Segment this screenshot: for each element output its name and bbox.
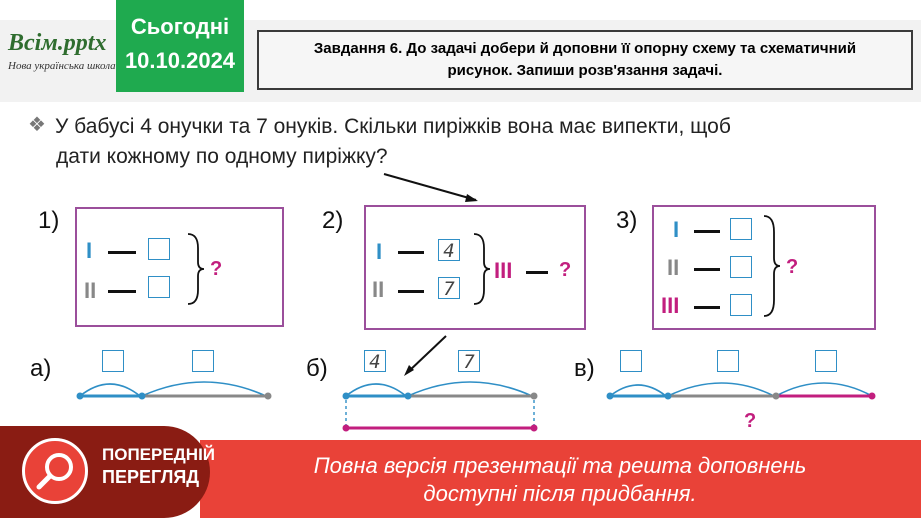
task-line-1: Завдання 6. До задачі добери й доповни ї… — [313, 40, 857, 57]
scheme2-square1[interactable]: 4 — [438, 239, 460, 262]
scheme1-square1[interactable] — [148, 238, 170, 260]
scheme2-brace — [473, 233, 491, 305]
scheme2-roman2: II — [372, 277, 385, 302]
drawing-b-square1[interactable]: 4 — [364, 350, 386, 373]
purchase-banner-text: Повна версія презентації та решта доповн… — [230, 452, 890, 508]
scheme3-dash3 — [694, 306, 720, 309]
scheme2-label: 2) — [322, 207, 344, 234]
scheme1-dash1 — [108, 251, 136, 254]
scheme2-question: ? — [559, 259, 572, 281]
problem-line-2: дати кожному по одному пиріжку? — [56, 145, 388, 168]
arrow-to-scheme2 — [383, 173, 477, 201]
scheme2-box — [364, 205, 586, 330]
scheme3-square1[interactable] — [730, 218, 752, 240]
date-value: 10.10.2024 — [124, 48, 236, 73]
date-box: Сьогодні 10.10.2024 — [116, 0, 244, 92]
scheme1-square2[interactable] — [148, 276, 170, 298]
scheme3-roman2: II — [667, 255, 680, 280]
scheme3-square3[interactable] — [730, 294, 752, 316]
banner-line-2: доступні після придбання. — [423, 481, 697, 506]
scheme1-label: 1) — [38, 207, 60, 234]
logo-subtitle: Нова українська школа — [8, 60, 116, 72]
drawing-a-square2[interactable] — [192, 350, 214, 372]
scheme3-label: 3) — [616, 207, 638, 234]
scheme1-brace — [187, 233, 205, 305]
drawing-a-label: а) — [30, 355, 52, 382]
task-title-box: Завдання 6. До задачі добери й доповни ї… — [257, 30, 913, 90]
preview-line-1: ПОПЕРЕДНІЙ — [102, 445, 216, 464]
preview-line-2: ПЕРЕГЛЯД — [102, 467, 200, 487]
magnifier-icon — [22, 438, 88, 504]
scheme1-roman1: I — [86, 238, 93, 263]
drawing-c-segments — [606, 382, 876, 400]
scheme3-brace — [763, 215, 781, 317]
drawing-c-square3[interactable] — [815, 350, 837, 372]
problem-text: У бабусі 4 онучки та 7 онуків. Скільки п… — [55, 112, 815, 172]
scheme2-dash3 — [526, 271, 548, 274]
drawing-c-question: ? — [744, 410, 757, 432]
logo: Всім.pptx Нова українська школа — [8, 30, 116, 90]
arrow-to-drawing-b — [407, 335, 447, 373]
banner-line-1: Повна версія презентації та решта доповн… — [313, 453, 807, 478]
drawing-a-segments — [76, 381, 272, 400]
scheme3-question: ? — [786, 256, 799, 278]
scheme2-roman1: I — [376, 239, 383, 264]
problem-line-1: У бабусі 4 онучки та 7 онуків. Скільки п… — [55, 115, 731, 138]
scheme3-dash2 — [694, 268, 720, 271]
scheme1-roman2: II — [84, 278, 97, 303]
scheme3-square2[interactable] — [730, 256, 752, 278]
scheme2-dash2 — [398, 290, 424, 293]
scheme1-question: ? — [210, 258, 223, 280]
scheme3-dash1 — [694, 230, 720, 233]
scheme3-box — [652, 205, 876, 330]
arrow-head-2 — [404, 365, 414, 376]
drawing-c-label: в) — [574, 355, 595, 382]
drawing-b-square2[interactable]: 7 — [458, 350, 480, 373]
purchase-banner — [200, 440, 921, 518]
scheme3-roman1: I — [673, 217, 680, 242]
drawing-b-label: б) — [306, 355, 328, 382]
preview-label: ПОПЕРЕДНІЙ ПЕРЕГЛЯД — [102, 444, 215, 488]
logo-main-text: Всім.pptx — [8, 30, 107, 56]
drawing-a-square1[interactable] — [102, 350, 124, 372]
drawing-c-square2[interactable] — [717, 350, 739, 372]
scheme3-roman3: III — [661, 293, 680, 318]
scheme1-box — [75, 207, 284, 327]
drawing-b-segments — [342, 381, 538, 432]
bullet-icon: ❖ — [28, 114, 46, 136]
scheme2-roman3: III — [494, 258, 513, 283]
scheme2-square2[interactable]: 7 — [438, 277, 460, 300]
scheme1-dash2 — [108, 290, 136, 293]
arrow-head-1 — [465, 194, 478, 202]
drawing-c-square1[interactable] — [620, 350, 642, 372]
date-title: Сьогодні — [130, 14, 230, 39]
task-line-2: рисунок. Запиши розв'язання задачі. — [447, 62, 723, 79]
scheme2-dash1 — [398, 251, 424, 254]
